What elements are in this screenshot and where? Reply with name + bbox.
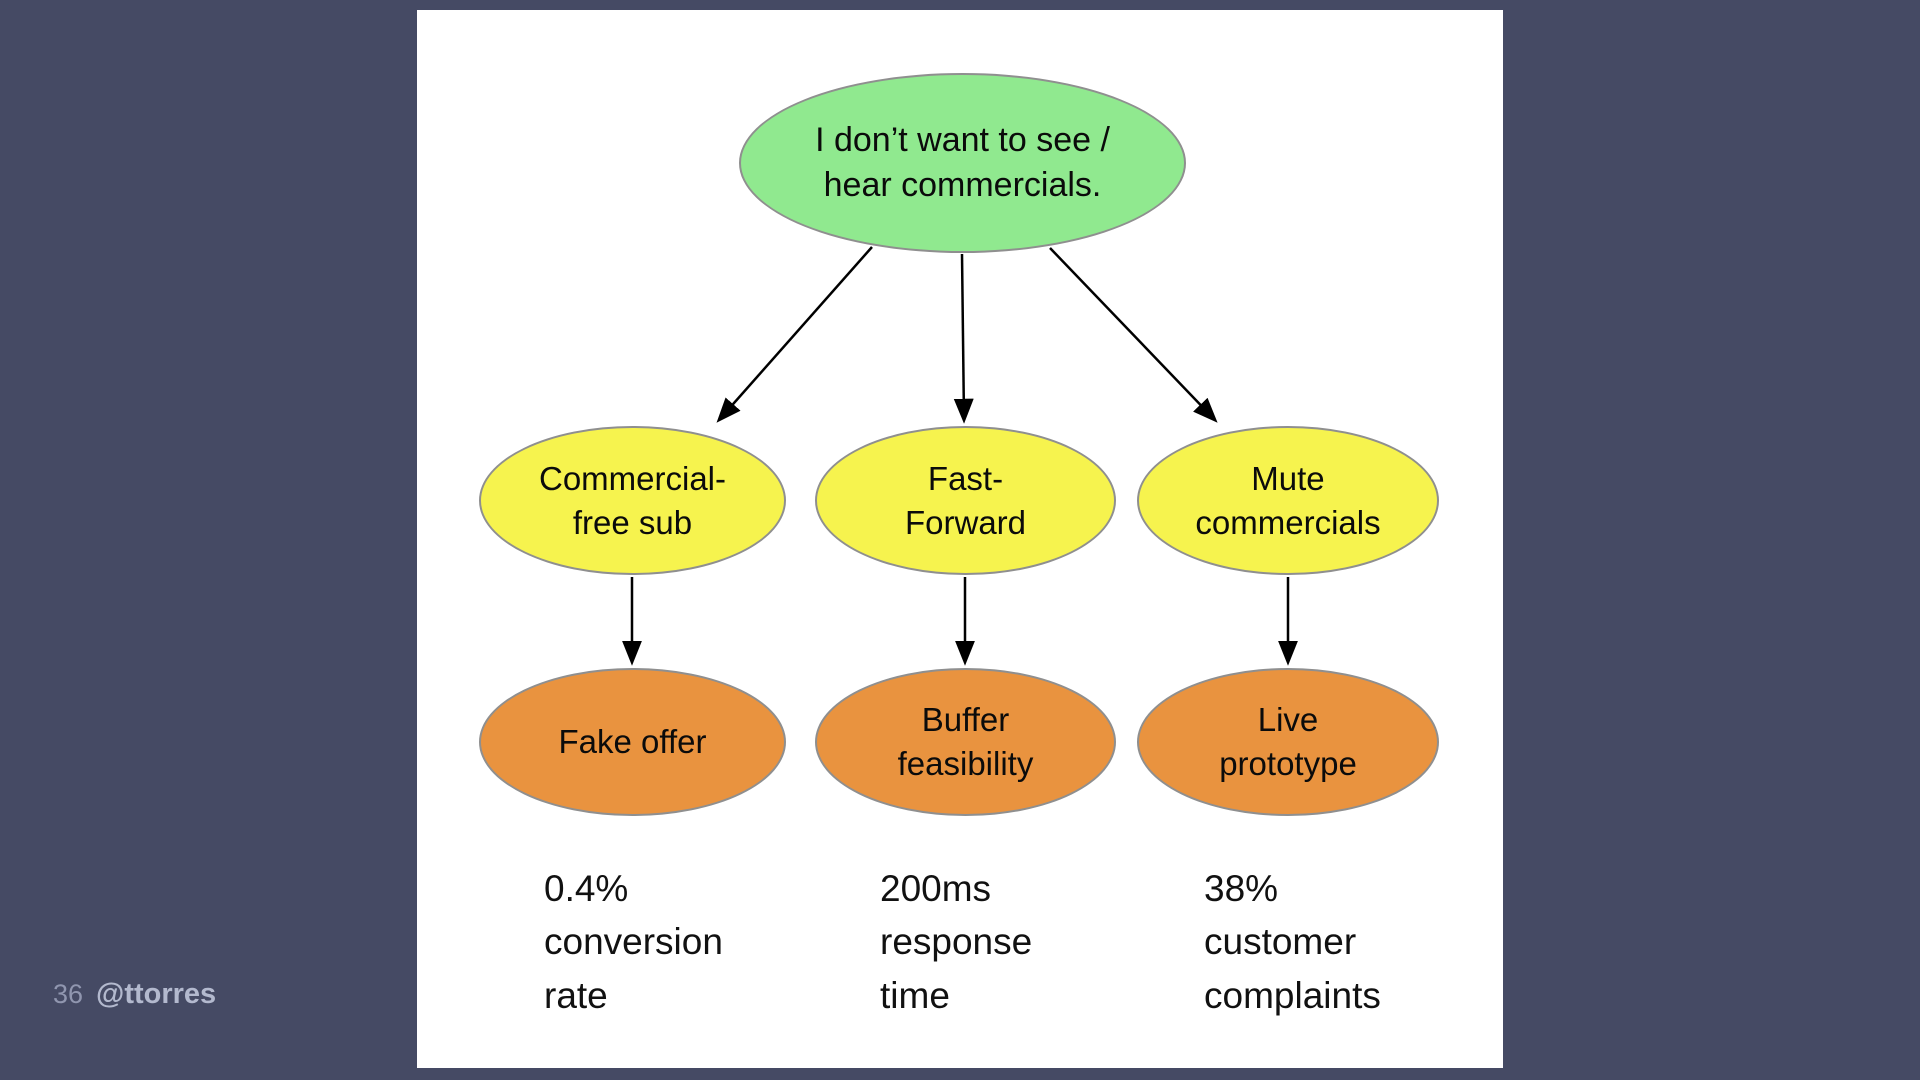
opportunity-node: I don’t want to see / hear commercials. — [739, 73, 1186, 253]
solution-node-commercial-free-sub: Commercial- free sub — [479, 426, 786, 575]
metric-conversion-rate: 0.4% conversion rate — [544, 868, 723, 1016]
metric-customer-complaints: 38% customer complaints — [1204, 868, 1381, 1016]
slide-footer: 36 @ttorres — [53, 978, 216, 1011]
diagram-arrows — [622, 246, 1298, 666]
slide-canvas: I don’t want to see / hear commercials. … — [417, 10, 1503, 1068]
arrow-opportunity-to-solution-2 — [953, 253, 974, 424]
experiment-node-fake-offer: Fake offer — [479, 668, 786, 816]
page-number: 36 — [53, 979, 84, 1009]
author-handle: @ttorres — [96, 978, 217, 1010]
solution-node-mute-commercials: Mute commercials — [1137, 426, 1439, 575]
metric-response-time: 200ms response time — [880, 868, 1033, 1016]
arrow-opportunity-to-solution-3 — [1049, 247, 1218, 423]
solution-node-fast-forward: Fast- Forward — [815, 426, 1116, 575]
arrow-opportunity-to-solution-1 — [716, 246, 873, 423]
experiment-node-live-prototype: Live prototype — [1137, 668, 1439, 816]
experiment-node-buffer-feasibility: Buffer feasibility — [815, 668, 1116, 816]
